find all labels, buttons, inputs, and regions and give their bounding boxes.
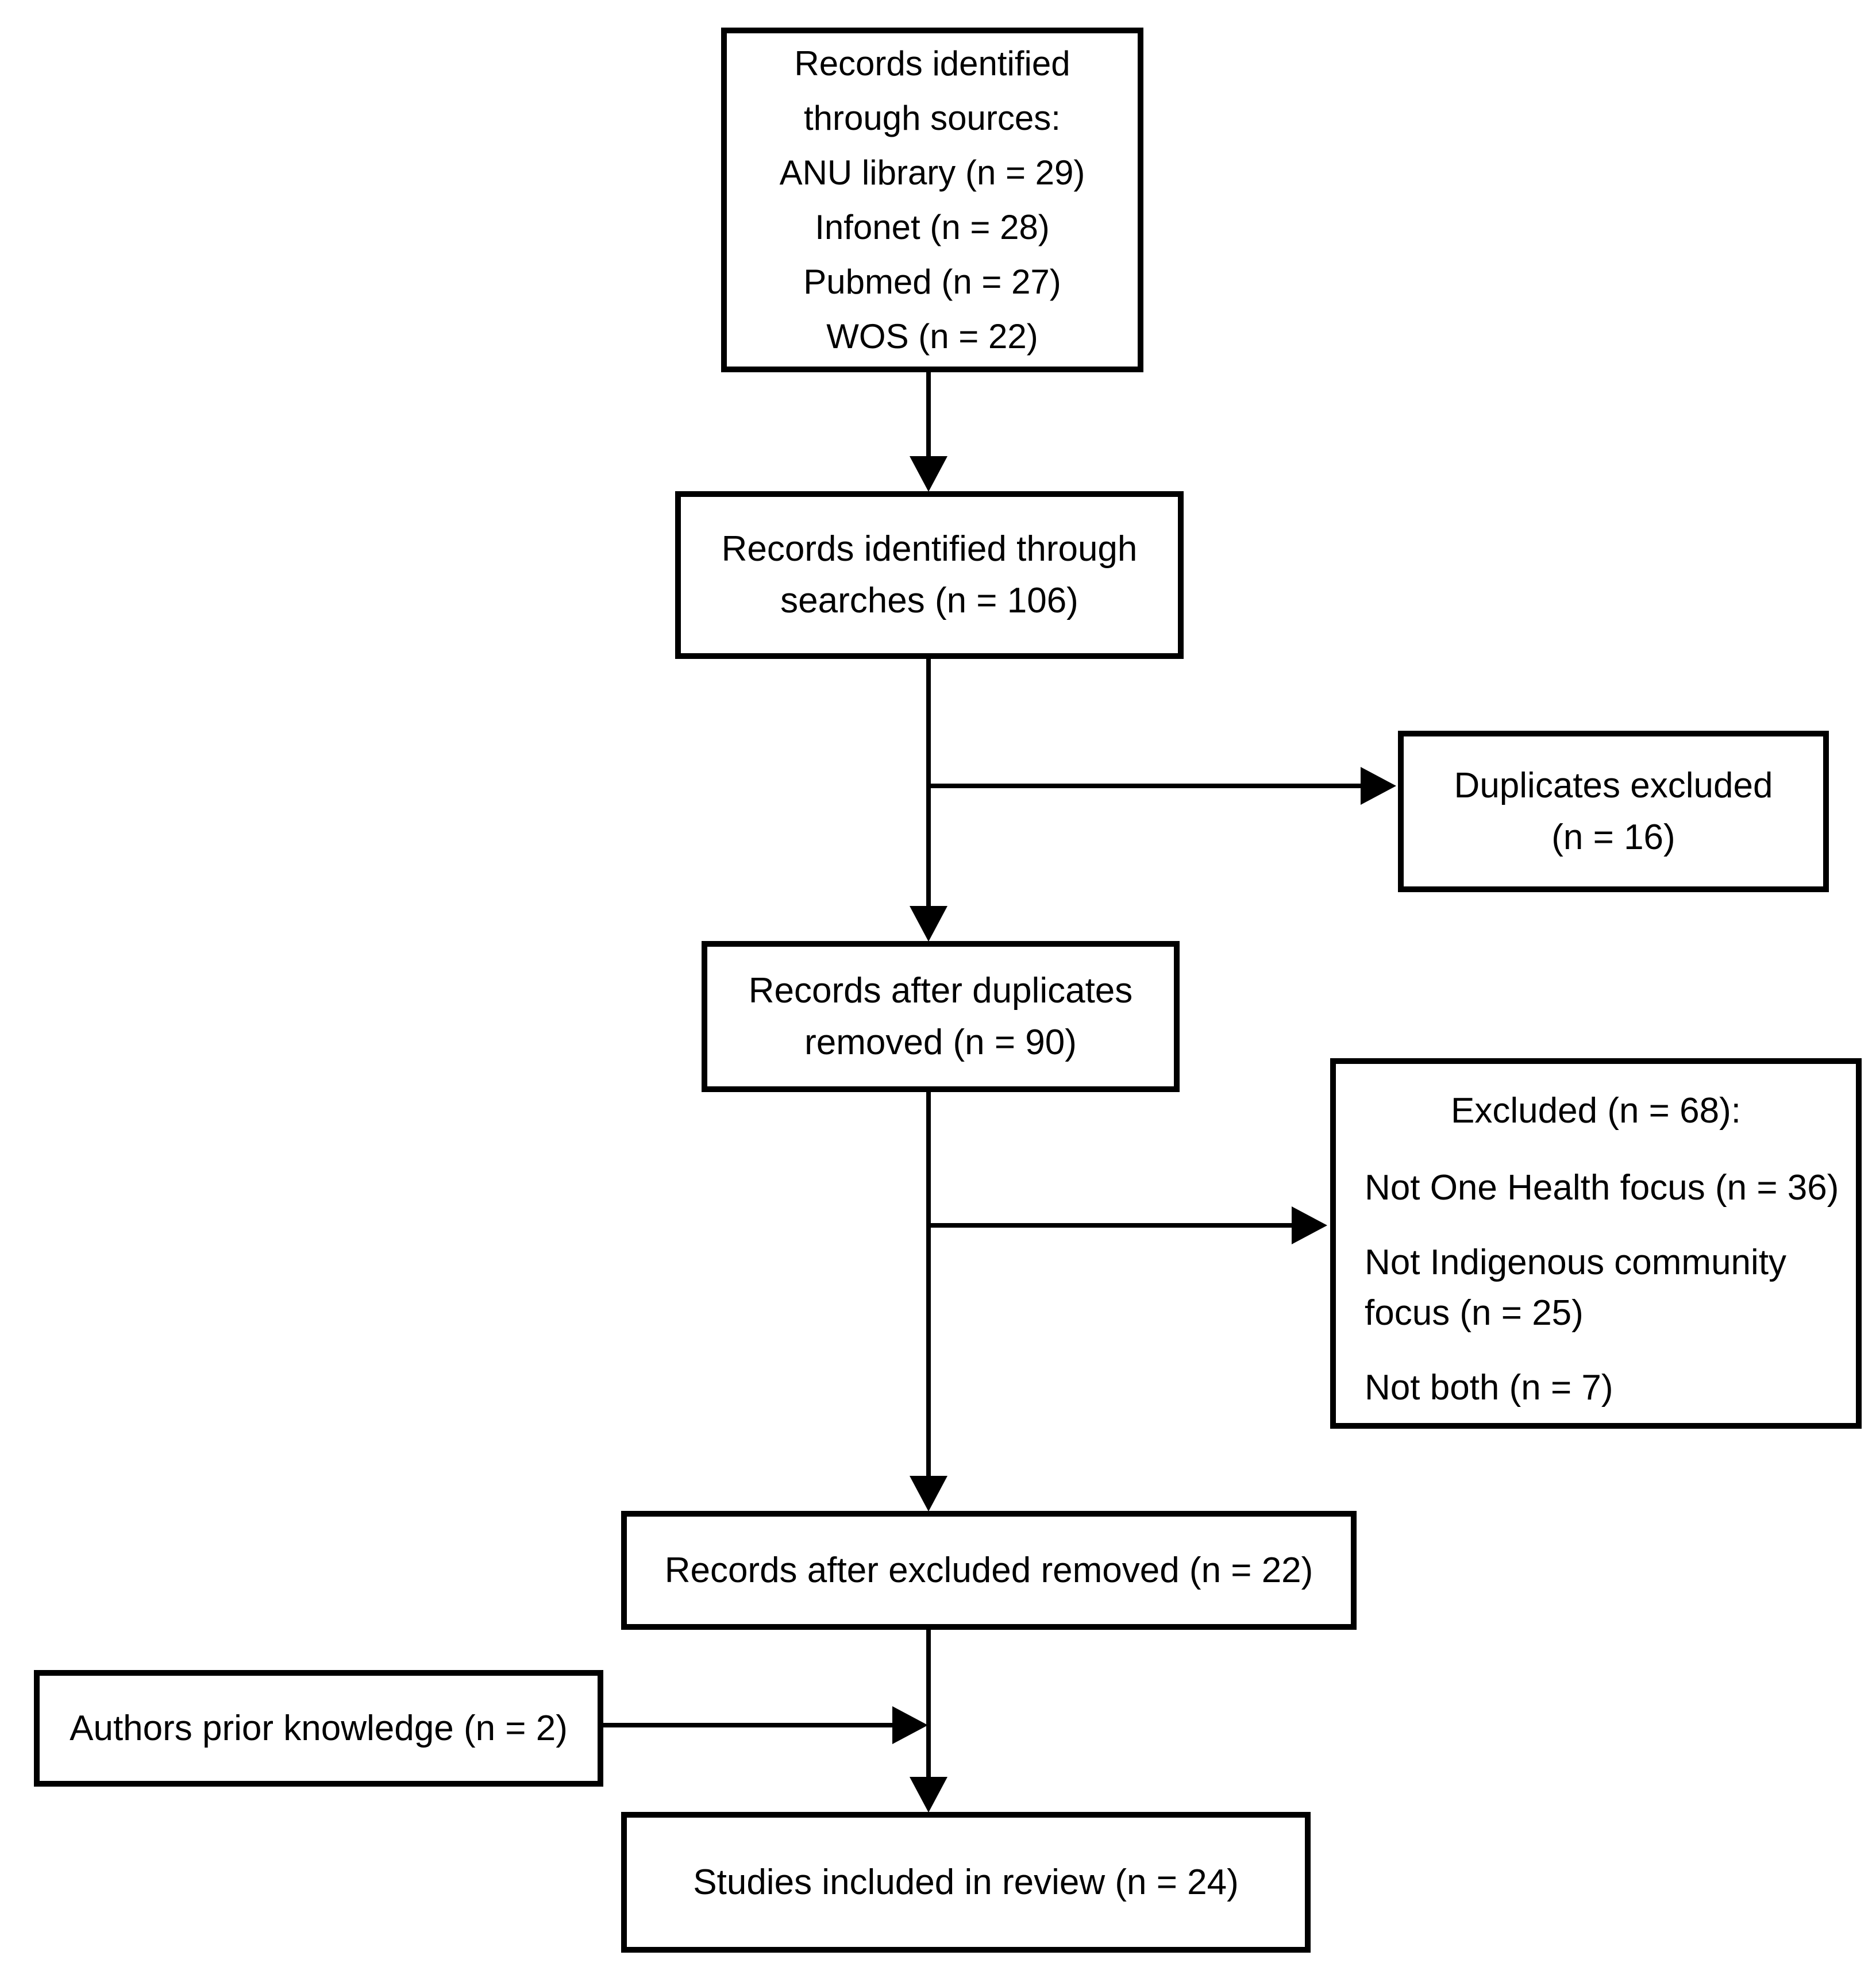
- excluded-item-not-indigenous: Not Indigenous community focus (n = 25): [1365, 1243, 1787, 1333]
- arrowhead-down-into-searches-icon: [910, 456, 947, 492]
- arrowhead-right-into-duplicates-excluded-icon: [1361, 767, 1396, 805]
- arrowhead-down-into-included-icon: [910, 1777, 947, 1812]
- box-records-identified-sources: Records identified through sources: ANU …: [721, 28, 1143, 372]
- connector-searches-to-after-duplicates: [926, 659, 931, 907]
- connector-sources-to-searches: [926, 372, 931, 458]
- connector-branch-to-excluded-reasons: [929, 1223, 1292, 1228]
- box-records-after-excluded-removed: Records after excluded removed (n = 22): [621, 1511, 1357, 1630]
- box-records-identified-searches: Records identified through searches (n =…: [675, 491, 1184, 659]
- box-authors-prior-knowledge-text: Authors prior knowledge (n = 2): [70, 1708, 568, 1748]
- box-records-identified-searches-text: Records identified through searches (n =…: [721, 529, 1138, 620]
- box-studies-included-in-review: Studies included in review (n = 24): [621, 1812, 1311, 1953]
- arrowhead-down-into-after-duplicates-icon: [910, 906, 947, 942]
- connector-after-excluded-to-included: [926, 1630, 931, 1778]
- connector-prior-knowledge-to-main-line: [603, 1723, 893, 1727]
- box-excluded-reasons: Excluded (n = 68): Not One Health focus …: [1330, 1058, 1862, 1429]
- excluded-item-not-one-health: Not One Health focus (n = 36): [1365, 1168, 1839, 1208]
- arrowhead-down-into-after-excluded-icon: [910, 1476, 947, 1511]
- arrowhead-right-from-prior-knowledge-icon: [892, 1706, 928, 1744]
- box-records-after-duplicates-removed: Records after duplicates removed (n = 90…: [702, 941, 1180, 1092]
- box-duplicates-excluded-text: Duplicates excluded (n = 16): [1454, 765, 1773, 857]
- connector-branch-to-duplicates-excluded: [929, 784, 1361, 788]
- box-studies-included-in-review-text: Studies included in review (n = 24): [693, 1862, 1239, 1902]
- box-duplicates-excluded: Duplicates excluded (n = 16): [1398, 731, 1829, 892]
- box-records-after-excluded-removed-text: Records after excluded removed (n = 22): [664, 1550, 1313, 1590]
- excluded-title: Excluded (n = 68):: [1451, 1091, 1741, 1131]
- excluded-item-not-both: Not both (n = 7): [1365, 1368, 1613, 1407]
- box-records-after-duplicates-removed-text: Records after duplicates removed (n = 90…: [748, 970, 1133, 1062]
- box-authors-prior-knowledge: Authors prior knowledge (n = 2): [34, 1670, 603, 1787]
- box-records-identified-sources-text: Records identified through sources: ANU …: [779, 44, 1085, 356]
- arrowhead-right-into-excluded-reasons-icon: [1292, 1206, 1327, 1244]
- connector-after-duplicates-to-after-excluded: [926, 1092, 931, 1477]
